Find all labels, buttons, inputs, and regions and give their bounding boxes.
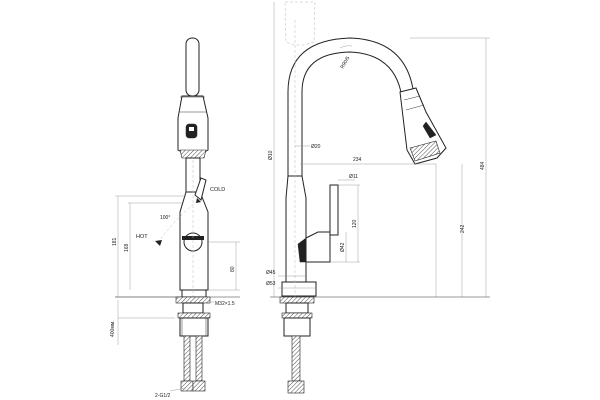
sprayer-ghost — [284, 1, 316, 46]
dim-80: 80 — [230, 266, 236, 272]
spout-diameter-label: Ø20 — [311, 144, 321, 150]
left-mounting: M32×1.5 400мм. 2-G1/2 — [110, 296, 235, 399]
dim-181: 181 — [112, 237, 118, 246]
dim-120: 120 — [352, 219, 358, 228]
dim-484: 484 — [480, 161, 486, 170]
dim-phi42: Ø42 — [340, 242, 346, 252]
right-mounting — [279, 296, 315, 394]
left-view: 100° HOT COLD 181 168 80 M32×1.5 — [110, 37, 240, 399]
dim-top-left: Ø10 — [268, 150, 274, 160]
radius-label: R90/5 — [340, 55, 352, 70]
right-dimensions: Ø10 234 Ø11 120 Ø42 242 484 Ø45 Ø53 — [266, 2, 490, 297]
dim-168: 168 — [124, 243, 130, 252]
dim-phi53: Ø53 — [266, 281, 276, 287]
hose-thread-label: 2-G1/2 — [155, 393, 171, 399]
hot-label: HOT — [136, 234, 148, 240]
left-dimensions: 181 168 80 — [112, 195, 240, 298]
dim-phi11: Ø11 — [349, 174, 358, 180]
dim-phi45: Ø45 — [266, 270, 276, 276]
cold-label: COLD — [210, 187, 225, 193]
right-view: R90/5 Ø20 Ø10 234 Ø11 — [266, 1, 490, 394]
angle-label: 100° — [160, 215, 170, 221]
spray-wand — [177, 37, 209, 159]
pullout-head — [399, 87, 447, 165]
dim-234: 234 — [353, 157, 362, 163]
hose-length-label: 400мм. — [110, 320, 116, 337]
spout: R90/5 Ø20 — [287, 37, 415, 176]
right-body — [281, 20, 339, 300]
left-body — [179, 157, 209, 300]
lever-sweep: 100° HOT COLD — [136, 187, 225, 246]
dim-242: 242 — [460, 224, 466, 233]
thread-label: M32×1.5 — [215, 301, 235, 307]
